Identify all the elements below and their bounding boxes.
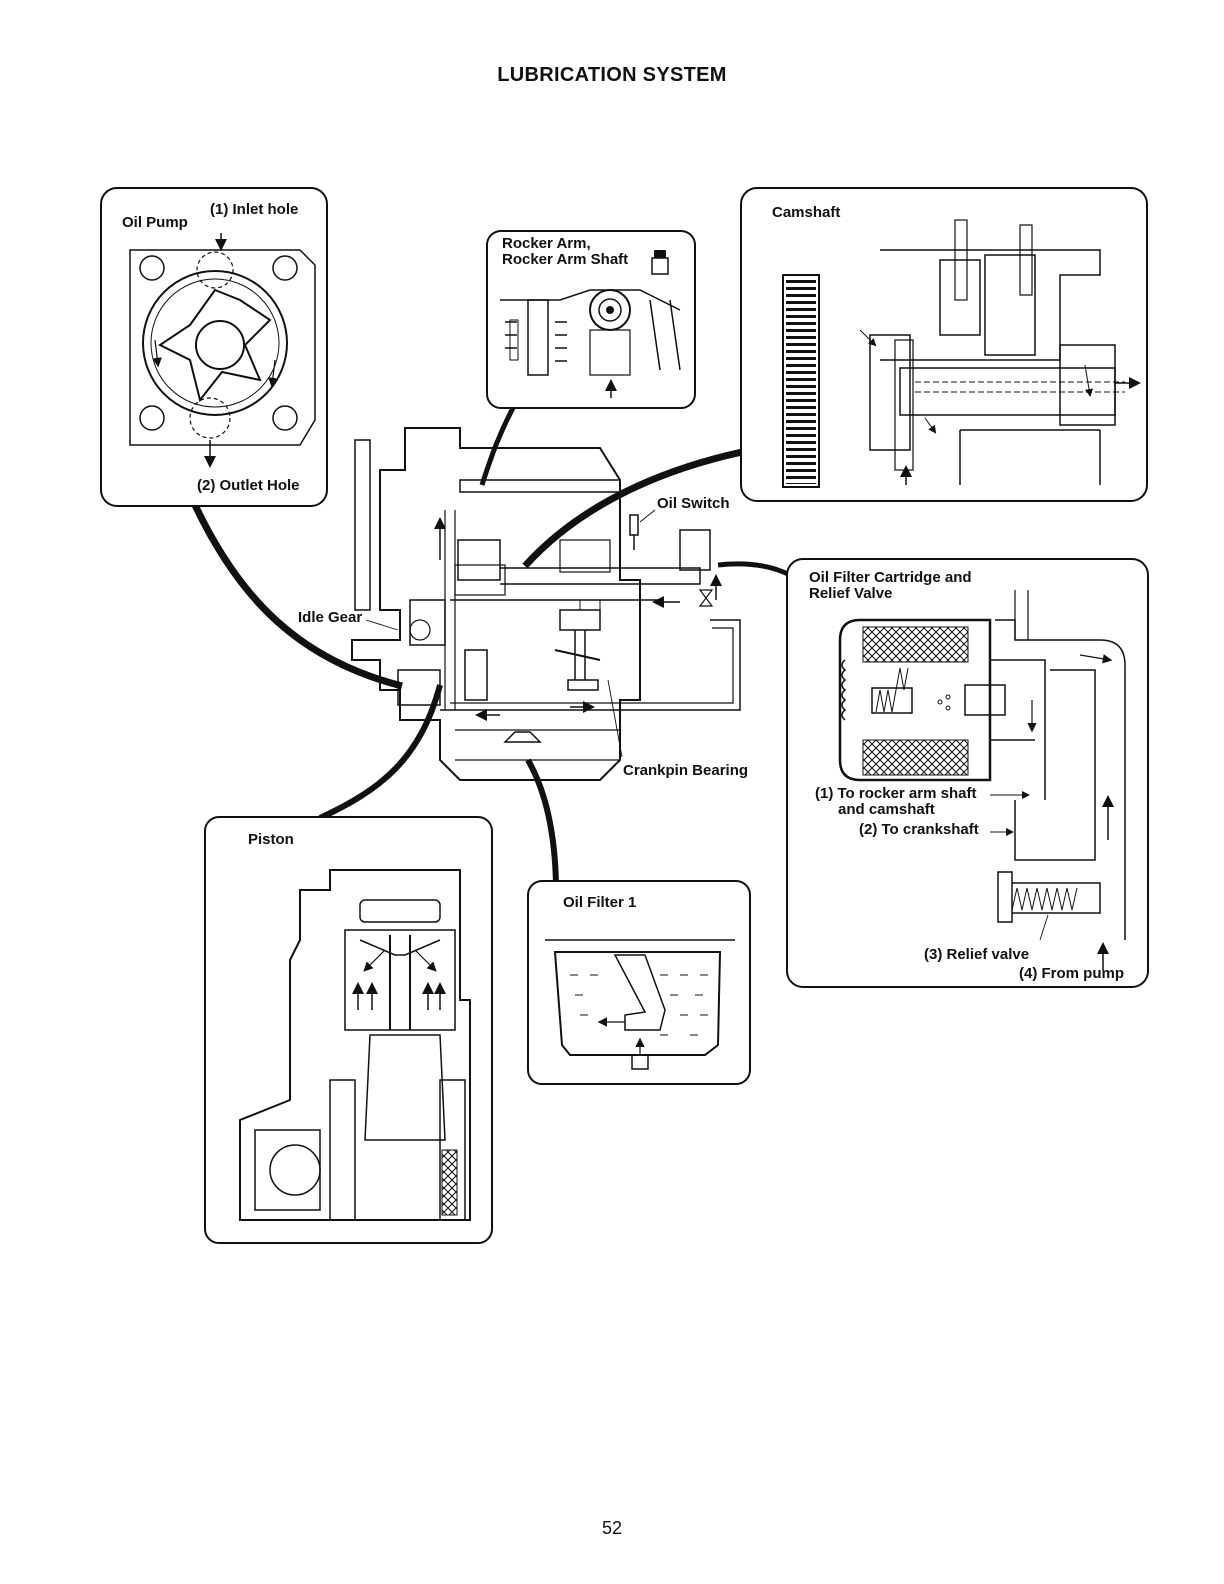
relief-valve-label: (3) Relief valve <box>924 947 1029 963</box>
piston-panel <box>205 817 492 1243</box>
camshaft-title: Camshaft <box>772 205 840 221</box>
oil-pump-title: Oil Pump <box>122 215 188 231</box>
page-title: LUBRICATION SYSTEM <box>0 64 1224 87</box>
oil-filter1-title: Oil Filter 1 <box>563 895 636 911</box>
to-rocker-label-line2: and camshaft <box>838 802 935 818</box>
outlet-hole-label: (2) Outlet Hole <box>197 478 300 494</box>
idle-gear-label: Idle Gear <box>298 610 362 626</box>
rocker-title-line1: Rocker Arm, <box>502 236 591 252</box>
page-number: 52 <box>0 1518 1224 1539</box>
filter-cartridge-title-line1: Oil Filter Cartridge and <box>809 570 972 586</box>
oil-pump-panel <box>101 188 327 506</box>
to-rocker-label-line1: (1) To rocker arm shaft <box>815 786 976 802</box>
crankpin-bearing-label: Crankpin Bearing <box>623 763 748 779</box>
piston-title: Piston <box>248 832 294 848</box>
oil-filter1-panel <box>528 881 750 1084</box>
camshaft-panel <box>741 188 1147 501</box>
inlet-hole-label: (1) Inlet hole <box>210 202 298 218</box>
engine-section <box>352 428 740 780</box>
to-crankshaft-label: (2) To crankshaft <box>859 822 979 838</box>
rocker-title-line2: Rocker Arm Shaft <box>502 252 628 268</box>
filter-cartridge-title-line2: Relief Valve <box>809 586 892 602</box>
oil-switch-label: Oil Switch <box>657 496 730 512</box>
oil-filter-cartridge-panel <box>787 559 1148 987</box>
from-pump-label: (4) From pump <box>1019 966 1124 982</box>
